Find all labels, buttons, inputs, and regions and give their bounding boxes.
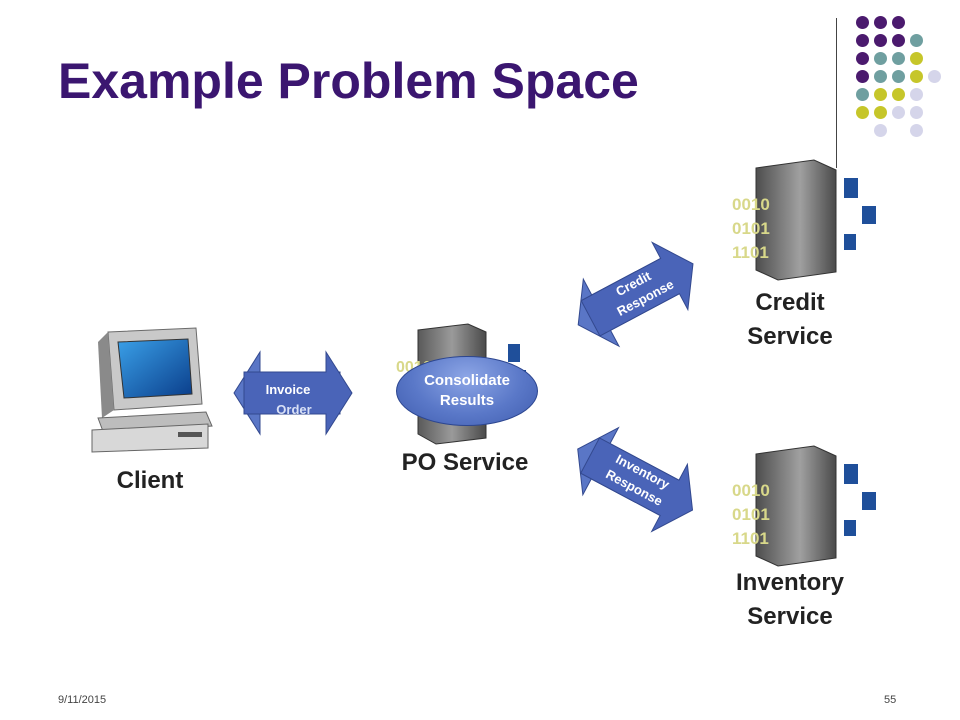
decorative-dot <box>856 106 869 119</box>
decorative-dot <box>874 106 887 119</box>
decorative-dot <box>892 70 905 83</box>
decorative-dot <box>892 16 905 29</box>
client-computer-icon <box>91 327 213 453</box>
credit-service-label-line2: Service <box>747 323 833 350</box>
inventory-double-arrow: Inventory Response <box>577 426 694 533</box>
decorative-dot <box>910 34 923 47</box>
decorative-dot <box>910 52 923 65</box>
po-service-label: PO Service <box>401 449 529 476</box>
vertical-divider <box>836 18 837 168</box>
server-glyph: 0010 <box>732 195 770 214</box>
slide-page-number: 55 <box>884 694 897 706</box>
consolidate-line2: Results <box>439 392 495 409</box>
decorative-dot <box>892 106 905 119</box>
inventory-service-label-line2: Service <box>747 603 833 630</box>
decorative-dot <box>856 16 869 29</box>
decorative-dot <box>856 34 869 47</box>
decorative-dot <box>856 70 869 83</box>
client-po-double-arrow: Order Invoice <box>233 350 353 436</box>
inventory-service-label: Inventory Service <box>720 566 860 634</box>
inventory-service-label-line1: Inventory <box>735 569 845 596</box>
client-label: Client <box>116 467 184 494</box>
server-glyph: 0101 <box>732 505 770 524</box>
decorative-dot <box>892 52 905 65</box>
inventory-service-server-icon: 0010 0101 1101 <box>732 445 876 567</box>
consolidate-results-bubble: Consolidate Results <box>396 356 538 426</box>
credit-double-arrow: Credit Response <box>577 241 694 348</box>
decorative-dot <box>856 52 869 65</box>
credit-service-label-line1: Credit <box>755 289 825 316</box>
consolidate-line1: Consolidate <box>424 372 510 389</box>
decorative-dot <box>874 88 887 101</box>
decorative-dot <box>892 34 905 47</box>
decorative-dot <box>910 70 923 83</box>
slide-title: Example Problem Space <box>58 53 639 109</box>
decorative-dot <box>928 70 941 83</box>
decorative-dot <box>910 124 923 137</box>
server-glyph: 0101 <box>732 219 770 238</box>
server-glyph: 1101 <box>732 529 769 548</box>
decorative-dot <box>856 88 869 101</box>
decorative-dot <box>874 16 887 29</box>
slide-date: 9/11/2015 <box>58 694 107 706</box>
decorative-dot <box>874 52 887 65</box>
server-glyph: 1101 <box>732 243 769 262</box>
decorative-dot <box>910 106 923 119</box>
credit-service-label: Credit Service <box>720 286 860 354</box>
decorative-dot <box>874 124 887 137</box>
decorative-dot <box>874 34 887 47</box>
decorative-dot <box>874 70 887 83</box>
server-glyph: 0010 <box>732 481 770 500</box>
decorative-dot <box>910 88 923 101</box>
decorative-dot <box>892 88 905 101</box>
credit-service-server-icon: 0010 0101 1101 <box>732 159 876 281</box>
arrow-back-label: Order <box>276 402 311 417</box>
arrow-front-label: Invoice <box>266 382 311 397</box>
